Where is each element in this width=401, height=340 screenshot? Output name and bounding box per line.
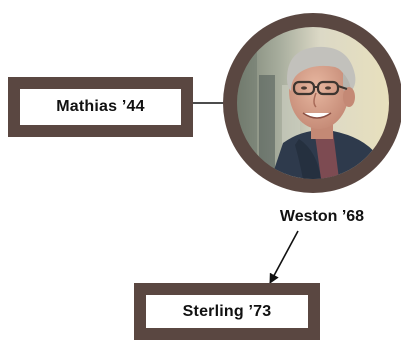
weston-portrait [237, 27, 389, 179]
mathias-label: Mathias ’44 [56, 98, 145, 115]
mathias-box: Mathias ’44 [8, 77, 193, 137]
sterling-label: Sterling ’73 [182, 302, 272, 320]
arrow-weston-to-sterling [269, 230, 299, 284]
weston-portrait-frame [223, 13, 401, 193]
sterling-box: Sterling ’73 [134, 283, 320, 340]
weston-label: Weston ’68 [279, 208, 365, 225]
